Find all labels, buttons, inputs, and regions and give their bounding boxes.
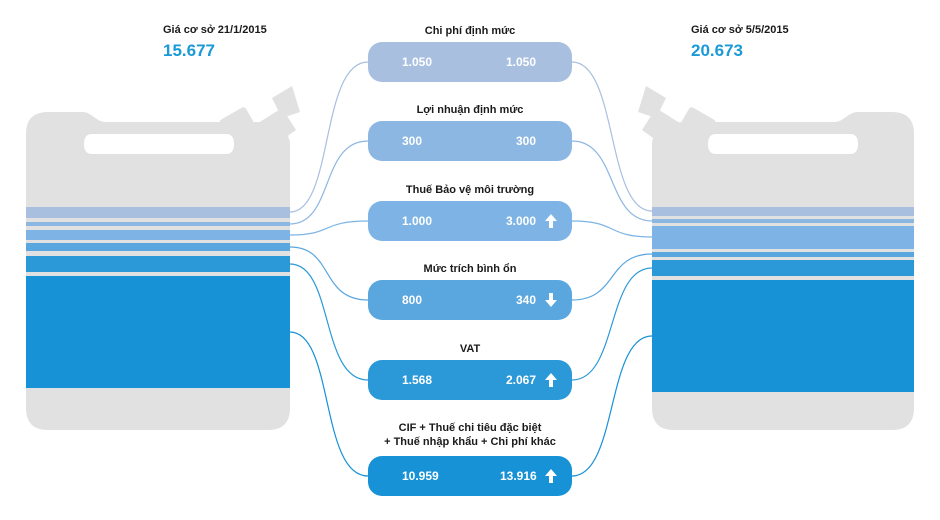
left-bar-vat [26,256,290,272]
right-bar-binh-on [652,252,914,257]
left-connector-binh-on [289,246,369,301]
right-connector-chi-phi [571,61,653,212]
left-base-price-label: Giá cơ sở 21/1/2015 [163,24,267,36]
pill-cif: 10.959 13.916 [368,456,572,496]
pill-vat: 1.568 2.067 [368,360,572,400]
connector-lines [289,61,653,477]
value-after-cif: 13.916 [500,469,537,483]
arrow-up-icon [545,373,557,387]
row-title-cif: CIF + Thuế chi tiêu đặc biệt + Thuế nhập… [384,422,556,448]
right-bar-loi-nhuan [652,219,914,223]
right-canister-handle [708,134,858,154]
right-bar-thue-bvmt [652,226,914,249]
left-connector-cif [289,331,369,477]
value-before-vat: 1.568 [402,373,433,387]
row-title-binh-on: Mức trích bình ổn [423,263,517,275]
left-bar-binh-on [26,243,290,251]
pill-binh-on: 800 340 [368,280,572,320]
right-base-price-value: 20.673 [691,41,743,60]
pill-thue-bvmt: 1.000 3.000 [368,201,572,241]
left-canister-handle [84,134,234,154]
value-after-vat: 2.067 [505,373,536,387]
arrow-up-icon [545,469,557,483]
right-canister [638,86,914,430]
left-canister [26,86,300,430]
left-connector-vat [289,263,369,381]
arrow-up-icon [545,214,557,228]
left-connector-loi-nhuan [289,140,369,225]
value-after-thue-bvmt: 3.000 [505,214,536,228]
right-connector-loi-nhuan [571,140,653,222]
value-after-chi-phi: 1.050 [505,55,536,69]
pill-chi-phi: 1.050 1.050 [368,42,572,82]
right-connector-cif [571,335,653,477]
left-bar-thue-bvmt [26,230,290,240]
value-before-binh-on: 800 [402,293,423,307]
right-connector-vat [571,267,653,381]
left-header: Giá cơ sở 21/1/2015 15.677 [163,24,267,61]
row-title-chi-phi: Chi phí định mức [424,25,516,37]
value-before-cif: 10.959 [402,469,439,483]
left-bar-cif [26,276,290,388]
left-base-price-value: 15.677 [163,41,215,60]
row-title-vat: VAT [459,343,481,355]
left-connector-thue-bvmt [289,220,369,236]
pill-loi-nhuan: 300 300 [368,121,572,161]
right-base-price-label: Giá cơ sở 5/5/2015 [691,24,789,36]
left-connector-chi-phi [289,61,369,213]
right-connector-thue-bvmt [571,220,653,238]
value-before-loi-nhuan: 300 [402,134,423,148]
value-before-chi-phi: 1.050 [402,55,433,69]
left-bar-chi-phi [26,207,290,218]
right-bar-cif [652,280,914,392]
right-connector-binh-on [571,253,653,301]
row-title-loi-nhuan: Lợi nhuận định mức [416,104,524,116]
value-after-loi-nhuan: 300 [515,134,536,148]
right-bar-vat [652,260,914,276]
value-before-thue-bvmt: 1.000 [402,214,433,228]
row-title-thue-bvmt: Thuế Bảo vệ môi trường [405,184,535,196]
arrow-down-icon [545,293,557,307]
left-bar-loi-nhuan [26,222,290,226]
right-bar-chi-phi [652,207,914,216]
value-after-binh-on: 340 [515,293,536,307]
right-header: Giá cơ sở 5/5/2015 20.673 [691,24,789,61]
